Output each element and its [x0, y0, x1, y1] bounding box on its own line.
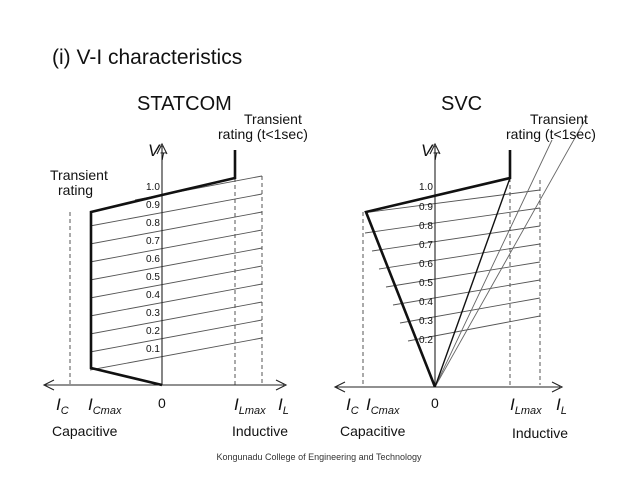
statcom-tick-label: 0.5	[146, 272, 160, 283]
statcom-tick-label: 0.3	[146, 308, 160, 319]
statcom-capacitive-label: Capacitive	[52, 423, 118, 439]
svc-v-arrow	[429, 142, 441, 155]
svc-tick-label: 0.4	[419, 297, 433, 308]
svc-load-line	[399, 297, 541, 324]
statcom-transient-left-1: Transient	[50, 167, 108, 183]
statcom-transient-top-2: rating (t<1sec)	[218, 126, 308, 142]
svc-diagram: SVC	[333, 93, 596, 441]
svc-tick-label: 0.9	[419, 202, 433, 213]
svc-icmax-label: ICmax	[366, 395, 400, 417]
svc-tick-label: 0.6	[419, 259, 433, 270]
statcom-icmax-label: ICmax	[88, 395, 122, 417]
statcom-tick-label: 0.8	[146, 218, 160, 229]
svc-load-line	[378, 243, 541, 270]
svc-v-axis-label: VT	[421, 141, 440, 163]
svc-inductive-label: Inductive	[512, 425, 568, 441]
svc-title: SVC	[441, 93, 482, 115]
statcom-tick-label: 0.6	[146, 254, 160, 265]
statcom-guides	[69, 150, 263, 385]
svc-load-lines	[364, 189, 541, 342]
svc-load-line	[385, 261, 541, 288]
svc-load-line	[369, 189, 541, 213]
svc-load-line	[371, 225, 541, 252]
statcom-load-line	[89, 211, 263, 245]
statcom-transient-left-2: rating	[58, 182, 93, 198]
statcom-right-arrow	[275, 379, 288, 391]
statcom-load-line	[89, 301, 263, 335]
statcom-tick-label: 0.9	[146, 200, 160, 211]
statcom-tick-label: 0.4	[146, 290, 160, 301]
svc-transient-top-1: Transient	[530, 111, 588, 127]
svc-zero-label: 0	[431, 395, 439, 411]
svc-tick-label: 0.8	[419, 221, 433, 232]
statcom-tick-label: 1.0	[146, 182, 160, 193]
svc-load-line	[364, 207, 541, 234]
slide-title: (i) V-I characteristics	[52, 46, 243, 69]
svc-capacitive-label: Capacitive	[340, 423, 406, 439]
svc-guides	[362, 178, 541, 385]
statcom-diagram: STATCOM	[42, 93, 308, 439]
statcom-characteristic	[89, 150, 237, 387]
svc-left-arrow	[333, 381, 346, 393]
statcom-load-lines	[89, 175, 263, 371]
slide-footer: Kongunadu College of Engineering and Tec…	[216, 452, 422, 462]
svc-inductive-line	[434, 119, 586, 388]
svc-tick-label: 0.7	[419, 240, 433, 251]
svc-load-line	[392, 279, 541, 306]
svc-inductive-line	[434, 139, 553, 388]
statcom-title: STATCOM	[137, 93, 232, 115]
statcom-zero-label: 0	[158, 395, 166, 411]
svc-transient-top-2: rating (t<1sec)	[506, 126, 596, 142]
statcom-v-axis-label: VT	[148, 141, 167, 163]
svc-tick-label: 0.2	[419, 335, 433, 346]
statcom-v-arrow	[156, 142, 168, 155]
svc-tick-label: 1.0	[419, 182, 433, 193]
svc-load-line	[407, 315, 541, 342]
svc-tick-label: 0.5	[419, 278, 433, 289]
svc-il-label: IL	[556, 395, 567, 417]
statcom-il-label: IL	[278, 395, 289, 417]
statcom-inductive-label: Inductive	[232, 423, 288, 439]
svc-inductive-limit	[434, 177, 511, 388]
svc-tick-label: 0.3	[419, 316, 433, 327]
svc-right-arrow	[551, 381, 564, 393]
statcom-load-line	[89, 319, 263, 353]
svc-ic-label: IC	[346, 395, 359, 417]
statcom-transient-top-1: Transient	[244, 111, 302, 127]
statcom-load-line	[89, 283, 263, 317]
statcom-load-line	[89, 337, 263, 371]
statcom-load-line	[89, 247, 263, 281]
statcom-load-line	[89, 265, 263, 299]
statcom-ilmax-label: ILmax	[234, 395, 266, 417]
statcom-tick-label: 0.1	[146, 344, 160, 355]
statcom-left-arrow	[42, 379, 55, 391]
statcom-load-line	[89, 229, 263, 263]
statcom-ic-label: IC	[56, 395, 69, 417]
statcom-tick-label: 0.2	[146, 326, 160, 337]
svc-characteristic	[364, 150, 512, 388]
svc-ilmax-label: ILmax	[510, 395, 542, 417]
statcom-load-line	[89, 193, 263, 227]
statcom-tick-label: 0.7	[146, 236, 160, 247]
